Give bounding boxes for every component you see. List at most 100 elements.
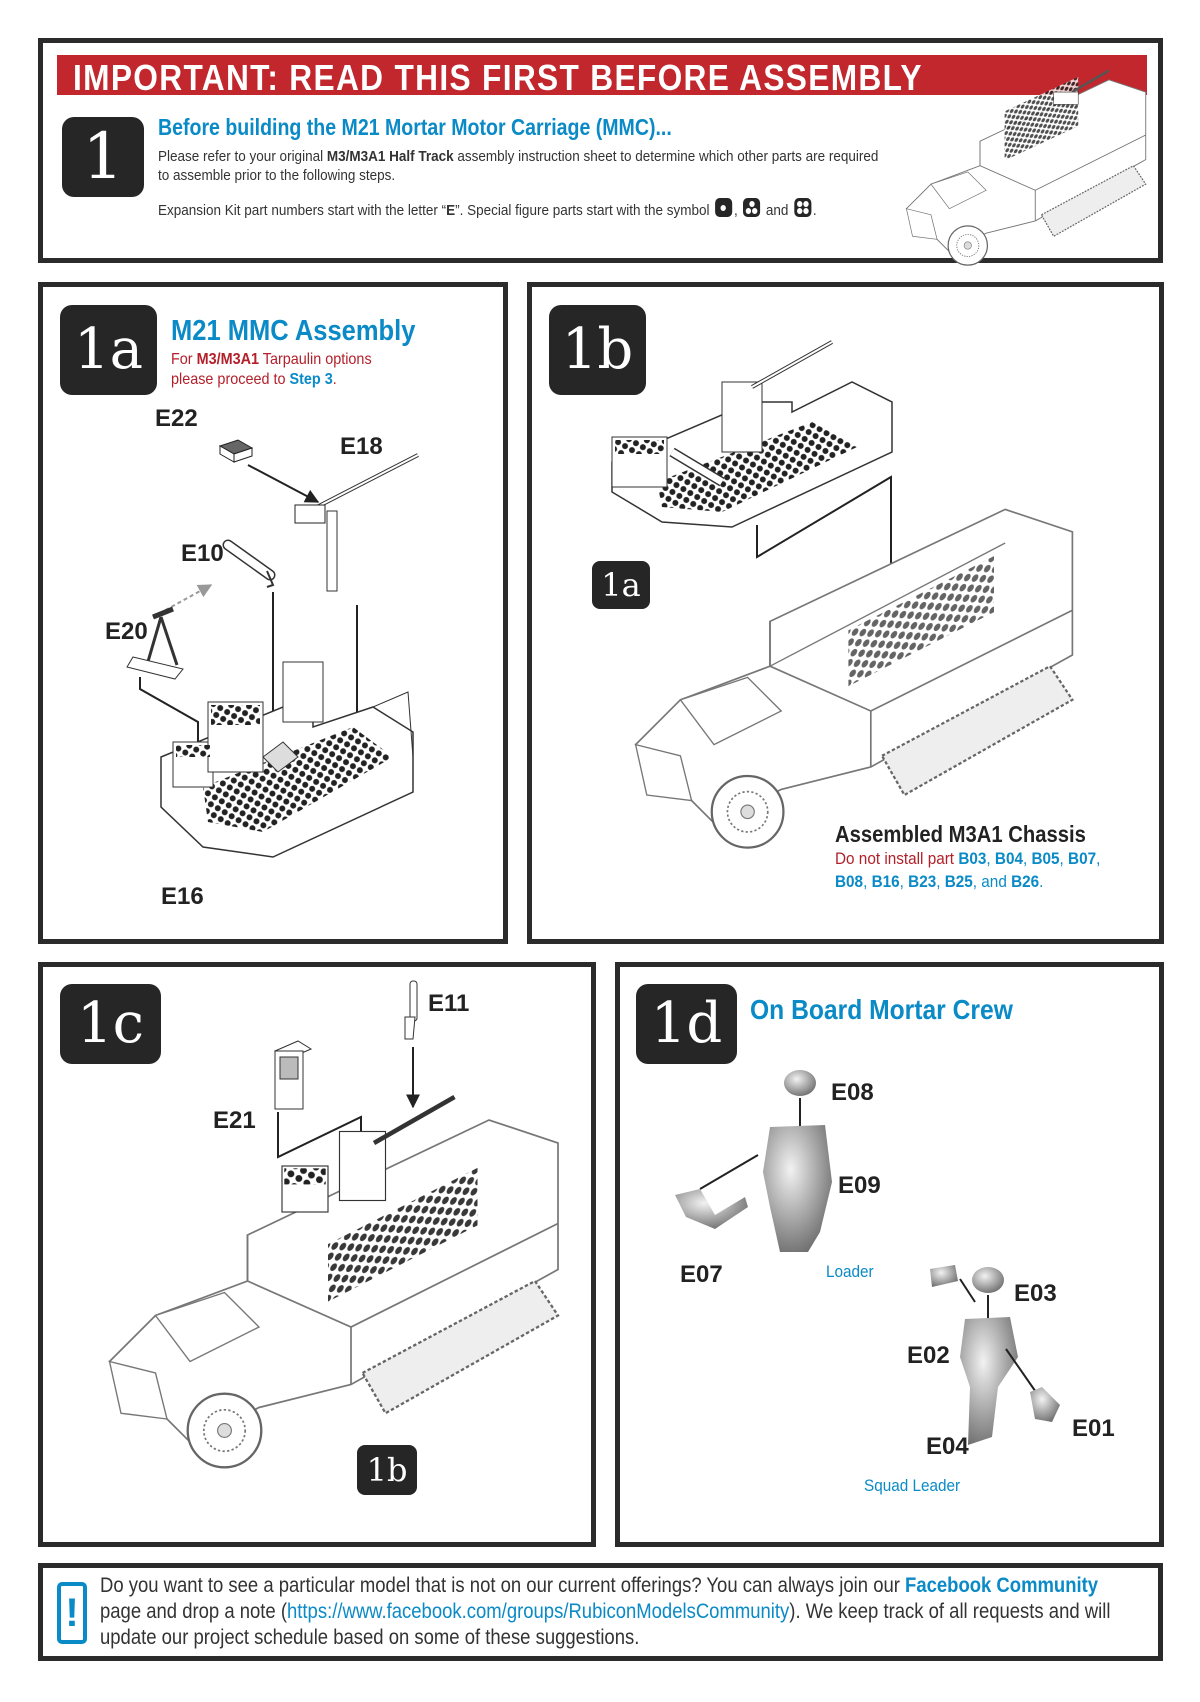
body-text: Expansion Kit part numbers start with th…	[158, 202, 447, 219]
tarpaulin-note-line-1: For M3/M3A1 Tarpaulin options	[171, 351, 372, 369]
part-e03-helmet	[972, 1267, 1004, 1293]
period: .	[1039, 872, 1044, 891]
part-label-e16: E16	[161, 883, 204, 910]
period: .	[812, 202, 817, 219]
step-1c-diagram	[108, 980, 560, 1469]
sep: ,	[986, 849, 995, 868]
notice-text: ). We keep track of all requests and wil…	[789, 1600, 1111, 1623]
notice-line-3: update our project schedule based on som…	[100, 1626, 640, 1649]
loader-label: Loader	[826, 1262, 874, 1281]
sep: ,	[1059, 849, 1069, 868]
notice-text: Do you want to see a particular model th…	[100, 1574, 906, 1597]
sep: ,	[936, 872, 945, 891]
sep: ,	[1022, 849, 1032, 868]
part-e08-helmet	[784, 1070, 816, 1096]
excluded-part: B16	[871, 872, 900, 891]
squad-leader-label: Squad Leader	[864, 1476, 961, 1495]
excluded-part: B08	[835, 872, 864, 891]
assembled-mortar-base	[611, 340, 893, 528]
note-text: Tarpaulin options	[259, 351, 372, 368]
body-emphasis-half-track: M3/M3A1 Half Track	[326, 148, 454, 165]
part-e16-mortar-base	[160, 661, 414, 858]
community-notice-panel: ! Do you want to see a particular model …	[38, 1563, 1163, 1661]
m21-halftrack-illustration	[905, 69, 1147, 266]
exclamation-icon: !	[57, 1582, 87, 1644]
note-text: For	[171, 351, 197, 368]
tarpaulin-note-line-2: please proceed to Step 3.	[171, 371, 337, 389]
assembled-m21-halftrack	[108, 1095, 560, 1469]
step-1-title: Before building the M21 Mortar Motor Car…	[158, 114, 672, 140]
sep: ,	[899, 872, 909, 891]
step-1c-badge: 1c	[60, 984, 161, 1064]
part-label-e11: E11	[428, 990, 470, 1017]
part-label-e08: E08	[831, 1079, 874, 1106]
part-label-e22: E22	[155, 405, 198, 432]
arrow-base-to-chassis	[756, 475, 898, 624]
ref-badge-1b: 1b	[357, 1445, 417, 1495]
step-1-badge: 1	[62, 117, 144, 197]
step-1b-badge: 1b	[549, 305, 646, 395]
loader-figure	[675, 1070, 832, 1252]
part-e18-machine-gun	[294, 453, 419, 592]
part-label-e07: E07	[680, 1261, 723, 1288]
part-label-e01: E01	[1072, 1415, 1115, 1442]
part-e20-bipod	[126, 606, 184, 680]
notice-line-1: Do you want to see a particular model th…	[100, 1574, 1098, 1598]
excluded-parts-line-2: B08, B16, B23, B25, and B26.	[835, 872, 1043, 892]
excluded-part: B26	[1011, 872, 1040, 891]
part-e22-ammo-box	[218, 439, 254, 463]
step-3-reference: Step 3	[289, 371, 333, 388]
excluded-part: B23	[908, 872, 937, 891]
part-e07-arms	[675, 1189, 748, 1229]
notice-text: page and drop a note (	[100, 1600, 288, 1623]
part-label-e20: E20	[105, 618, 148, 645]
part-e10-mortar-tube	[222, 539, 276, 588]
squad-leader-figure	[930, 1265, 1060, 1445]
part-e01-arm	[1030, 1387, 1060, 1422]
four-dot-symbol-icon	[794, 198, 812, 217]
part-e02-hand	[930, 1265, 958, 1287]
step-1d-badge: 1d	[636, 984, 737, 1064]
excluded-part: B05	[1031, 849, 1060, 868]
part-e11-mg-mount	[404, 980, 418, 1040]
and-text: and	[762, 202, 793, 219]
step-1-body-line-2: to assemble prior to the following steps…	[158, 167, 396, 184]
m3-m3a1-emphasis: M3/M3A1	[196, 351, 260, 368]
step-1d-title: On Board Mortar Crew	[750, 994, 1013, 1025]
m3a1-chassis-illustration	[634, 508, 1074, 849]
step-1c-panel: 1c 1b E11 E21	[38, 962, 596, 1547]
note-text: please proceed to	[171, 371, 290, 388]
part-label-e09: E09	[838, 1172, 881, 1199]
step-1b-diagram	[611, 340, 1074, 849]
part-label-e02: E02	[907, 1342, 950, 1369]
part-label-e18: E18	[340, 433, 383, 460]
excluded-part: B04	[994, 849, 1023, 868]
part-label-e04: E04	[926, 1433, 969, 1460]
body-text: assembly instruction sheet to determine …	[453, 148, 879, 165]
step-1-body-line-3: Expansion Kit part numbers start with th…	[158, 198, 817, 219]
note-text: Do not install part	[835, 849, 959, 868]
sep: ,	[863, 872, 872, 891]
and-text: , and	[972, 872, 1012, 891]
step-1a-panel: 1a M21 MMC Assembly For M3/M3A1 Tarpauli…	[38, 282, 508, 944]
excluded-parts-line-1: Do not install part B03, B04, B05, B07,	[835, 849, 1100, 869]
ref-badge-1a: 1a	[592, 561, 650, 609]
three-dot-symbol-icon	[743, 198, 761, 217]
comma: ,	[733, 202, 738, 219]
excluded-part: B03	[958, 849, 987, 868]
facebook-community-link[interactable]: Facebook Community	[905, 1574, 1099, 1597]
arrow-e22-to-e18	[247, 464, 320, 503]
step-1b-panel: 1b 1a Assembled M3A1 Chassis Do not inst…	[527, 282, 1164, 944]
part-label-e21: E21	[213, 1107, 256, 1134]
body-text: Please refer to your original	[158, 148, 327, 165]
banner-title: IMPORTANT: READ THIS FIRST BEFORE ASSEMB…	[73, 57, 923, 98]
letter-e-emphasis: E	[446, 202, 456, 219]
important-notice-panel: IMPORTANT: READ THIS FIRST BEFORE ASSEMB…	[38, 38, 1163, 266]
one-dot-symbol-icon	[715, 198, 733, 217]
part-label-e03: E03	[1014, 1280, 1057, 1307]
crew-figures-diagram	[675, 1070, 1060, 1445]
note-text: .	[332, 371, 337, 388]
step-1d-panel: 1d On Board Mortar Crew E08 E09 E07 Load…	[615, 962, 1164, 1547]
important-banner: IMPORTANT: READ THIS FIRST BEFORE ASSEMB…	[57, 55, 1147, 98]
facebook-group-url-link[interactable]: https://www.facebook.com/groups/RubiconM…	[287, 1600, 790, 1623]
